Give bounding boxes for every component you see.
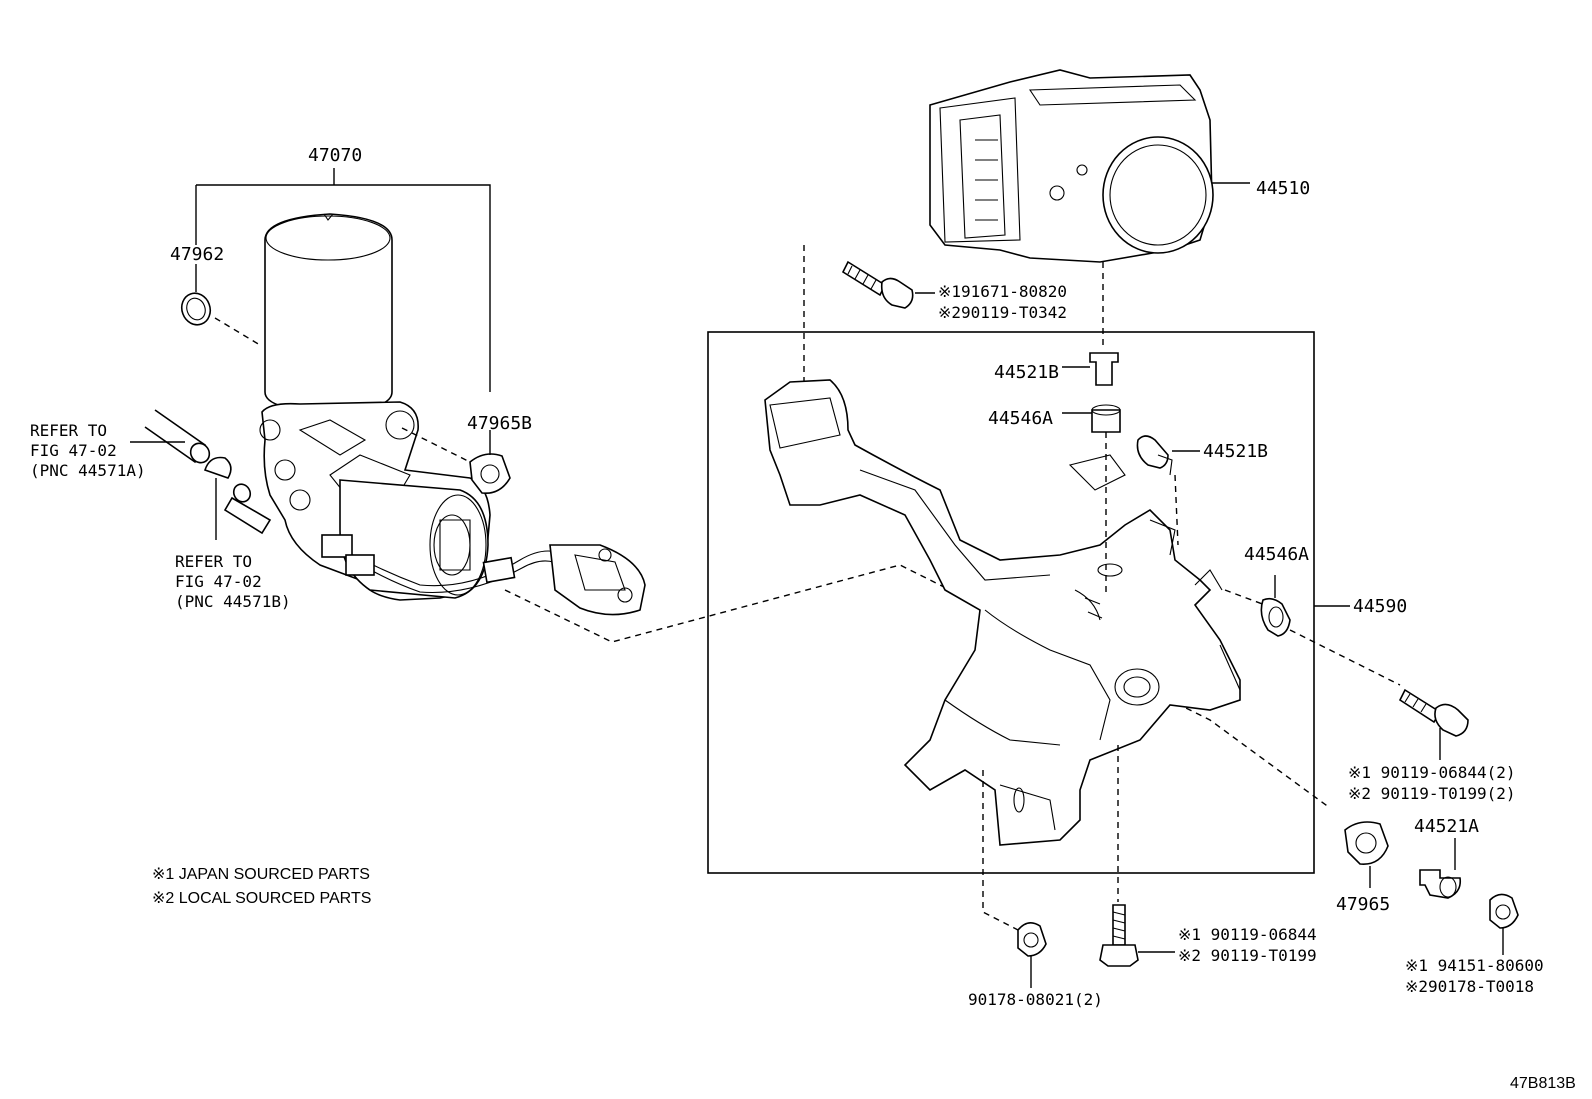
label-47965: 47965 bbox=[1336, 894, 1390, 915]
collar-44521b-right bbox=[1136, 435, 1200, 546]
note-japan-sourced: ※1 JAPAN SOURCED PARTS bbox=[152, 866, 370, 883]
collar-44521b-top bbox=[1062, 352, 1119, 386]
grommet-44546a-top bbox=[1062, 404, 1121, 595]
label-44521a: 44521A bbox=[1414, 816, 1479, 837]
label-47962: 47962 bbox=[170, 244, 224, 265]
label-nut-right-2: ※290178-T0018 bbox=[1405, 977, 1534, 996]
damper-47965 bbox=[1344, 821, 1389, 888]
label-bolt-bottom-2: ※2 90119-T0199 bbox=[1178, 946, 1317, 965]
o-ring-47962 bbox=[180, 264, 261, 346]
label-44521b-top: 44521B bbox=[994, 362, 1059, 383]
label-refer-b-1: REFER TO bbox=[175, 552, 252, 571]
bracket-group-box bbox=[707, 331, 1315, 874]
collar-44521a bbox=[1419, 838, 1462, 899]
label-refer-a-1: REFER TO bbox=[30, 421, 107, 440]
bracket-44590 bbox=[764, 379, 1241, 846]
label-44546a-right: 44546A bbox=[1244, 544, 1309, 565]
label-bolt-bottom-1: ※1 90119-06844 bbox=[1178, 925, 1317, 944]
bolt-90119-06844-bottom bbox=[1099, 745, 1175, 967]
nut-94151-80600 bbox=[1489, 893, 1519, 955]
label-refer-a-2: FIG 47-02 bbox=[30, 441, 117, 460]
figure-id: 47B813B bbox=[1510, 1075, 1576, 1092]
label-refer-b-3: (PNC 44571B) bbox=[175, 592, 291, 611]
label-nut-right-1: ※1 94151-80600 bbox=[1405, 956, 1544, 975]
label-90178-08021: 90178-08021(2) bbox=[968, 990, 1103, 1009]
abs-actuator-44510 bbox=[929, 69, 1250, 345]
label-bolt-top-1: ※191671-80820 bbox=[938, 282, 1067, 301]
label-44546a-top: 44546A bbox=[988, 408, 1053, 429]
label-44521b-right: 44521B bbox=[1203, 441, 1268, 462]
label-refer-b-2: FIG 47-02 bbox=[175, 572, 262, 591]
damper-47965b bbox=[401, 427, 511, 495]
label-47965b: 47965B bbox=[467, 413, 532, 434]
label-bolt-right-2: ※2 90119-T0199(2) bbox=[1348, 784, 1516, 803]
grommet-44546a-right bbox=[1224, 575, 1401, 686]
label-44590: 44590 bbox=[1353, 596, 1407, 617]
label-47070: 47070 bbox=[308, 145, 362, 166]
label-refer-a-3: (PNC 44571A) bbox=[30, 461, 146, 480]
note-local-sourced: ※2 LOCAL SOURCED PARTS bbox=[152, 890, 371, 907]
label-44510: 44510 bbox=[1256, 178, 1310, 199]
pipe-44571a bbox=[130, 409, 211, 464]
clip-44571b bbox=[203, 456, 272, 540]
nut-90178-08021 bbox=[982, 770, 1047, 988]
label-bolt-right-1: ※1 90119-06844(2) bbox=[1348, 763, 1516, 782]
bolt-91671-80820 bbox=[803, 245, 935, 395]
pump-assembly-47070 bbox=[259, 213, 646, 616]
label-bolt-top-2: ※290119-T0342 bbox=[938, 303, 1067, 322]
bolt-90119-06844-right bbox=[1398, 688, 1469, 760]
